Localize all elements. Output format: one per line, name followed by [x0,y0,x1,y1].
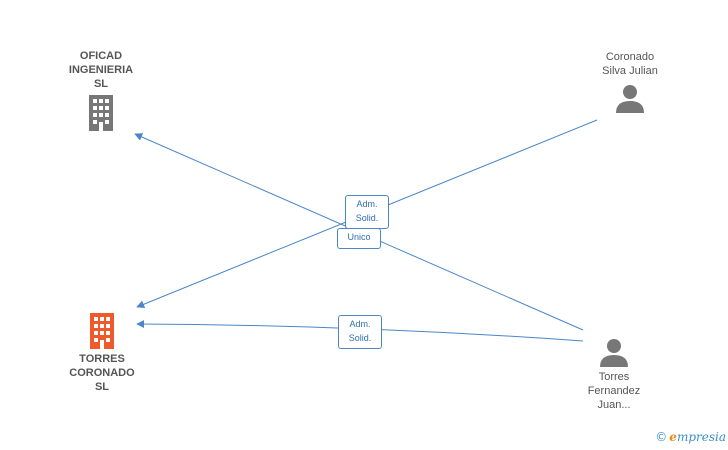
edge-label-text: Adm. [349,319,371,329]
person-icon [616,85,644,113]
edge-label-adm-solid: Adm. Solid. [338,315,382,349]
node-name-line: INGENIERIA [68,64,134,76]
edge-label-text: Adm. [356,199,378,209]
node-torres-fernandez-juan[interactable]: Torres Fernandez Juan... [568,337,660,412]
brand-initial: e [669,430,677,444]
copyright-symbol: © [655,430,668,444]
node-name-line: SL [93,78,109,90]
node-name-line: Silva Julian [602,65,658,77]
edge-label-unico: Unico [337,228,381,249]
person-icon [600,339,628,367]
node-name-line: Fernandez [587,385,641,397]
node-oficad-ingenieria[interactable]: OFICAD INGENIERIA SL [55,49,147,131]
node-name-line: Juan... [597,399,631,411]
building-icon [89,95,113,131]
node-name-line: CORONADO [69,367,135,379]
node-name-line: Coronado [605,51,655,63]
empresia-logo: ©empresia [655,430,726,444]
edge-label-text: Solid. [355,213,379,223]
node-name-line: SL [94,381,110,393]
node-torres-coronado[interactable]: TORRES CORONADO SL [56,313,148,394]
node-name-line: Torres [598,371,630,383]
node-name-line: TORRES [79,353,125,365]
edge-label-text: Solid. [348,333,372,343]
brand-name: mpresia [676,430,726,444]
node-name-line: OFICAD [79,50,123,62]
edge-label-adm-solid: Adm. Solid. [345,195,389,229]
node-coronado-silva-julian[interactable]: Coronado Silva Julian [584,50,676,113]
edge-label-text: Unico [347,232,371,242]
building-icon [90,313,114,349]
